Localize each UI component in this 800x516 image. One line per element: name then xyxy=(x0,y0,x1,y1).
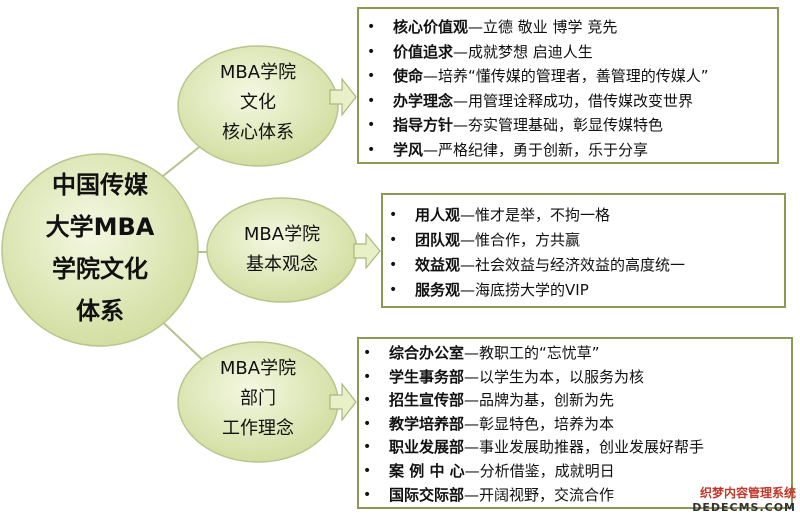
list-item: • 综合办公室—教职工的“忘忧草” xyxy=(363,342,791,366)
item-description: —彰显特色，培养为本 xyxy=(464,414,615,433)
item-term: 用人观 xyxy=(415,206,461,224)
center-label-line: 体系 xyxy=(76,297,124,325)
item-term: 职业发展部 xyxy=(389,438,465,457)
item-description: —教职工的“忘忧草” xyxy=(464,344,600,362)
item-description: —品牌为基，创新为先 xyxy=(464,391,615,410)
item-term: 办学理念 xyxy=(393,91,454,110)
branch-label-concepts: MBA学院 基本观念 xyxy=(212,220,352,280)
bullet-icon: • xyxy=(363,415,372,432)
list-item: • 效益观—社会效益与经济效益的高度统一 xyxy=(389,253,784,278)
list-item: • 教学培养部—彰显特色，培养为本 xyxy=(363,413,791,437)
arrow-2 xyxy=(353,232,381,270)
item-term: 学风 xyxy=(393,140,424,159)
bullet-icon: • xyxy=(363,439,372,456)
department-philosophy-box: • 综合办公室—教职工的“忘忧草” • 学生事务部—以学生为本，以服务为核 • 招生宣… xyxy=(357,337,793,509)
item-description: —夯实管理基础，彰显传媒特色 xyxy=(453,116,664,134)
item-term: 教学培养部 xyxy=(389,414,465,433)
item-term: 学生事务部 xyxy=(389,367,465,386)
center-node-label: 中国传媒 大学MBA 学院文化 体系 xyxy=(12,164,188,332)
department-philosophy-list: • 综合办公室—教职工的“忘忧草” • 学生事务部—以学生为本，以服务为核 • 招生宣… xyxy=(363,342,791,508)
branch-label-line: MBA学院 xyxy=(219,62,297,83)
item-term: 招生宣传部 xyxy=(389,391,465,410)
list-item: • 服务观—海底捞大学的VIP xyxy=(389,278,784,303)
list-item: • 职业发展部—事业发展助推器，创业发展好帮手 xyxy=(363,436,791,460)
list-item: • 学生事务部—以学生为本，以服务为核 xyxy=(363,366,791,390)
item-description: —严格纪律，勇于创新，乐于分享 xyxy=(423,140,649,159)
center-label-line: 学院文化 xyxy=(52,255,148,283)
list-item: • 团队观—惟合作，方共赢 xyxy=(389,228,784,253)
basic-concepts-box: • 用人观—惟才是举，不拘一格 • 团队观—惟合作，方共赢 • 效益观—社会效益与经济… xyxy=(381,193,786,308)
center-label-line: 中国传媒 xyxy=(52,171,148,199)
item-description: —惟才是举，不拘一格 xyxy=(460,206,611,224)
bullet-icon: • xyxy=(367,19,376,35)
bullet-icon: • xyxy=(363,345,372,361)
item-description: —立德 敬业 博学 竞先 xyxy=(468,18,618,36)
bullet-icon: • xyxy=(367,92,376,109)
branch-label-line: 基本观念 xyxy=(246,254,318,275)
bullet-icon: • xyxy=(389,282,398,298)
item-term: 国际交际部 xyxy=(389,485,465,504)
branch-label-departments: MBA学院 部门 工作理念 xyxy=(188,354,328,444)
item-term: 使命 xyxy=(393,67,424,85)
item-term: 价值追求 xyxy=(393,42,454,61)
item-term: 团队观 xyxy=(415,231,461,249)
bullet-icon: • xyxy=(389,207,398,223)
watermark-line: 织梦内容管理系统 xyxy=(699,486,796,500)
center-label-line: 大学MBA xyxy=(45,213,155,241)
list-item: • 国际交际部—开阔视野，交流合作 xyxy=(363,484,791,508)
list-item: • 核心价值观—立德 敬业 博学 竞先 xyxy=(367,15,777,40)
item-description: —开阔视野，交流合作 xyxy=(464,485,615,504)
list-item: • 使命—培养“懂传媒的管理者，善管理的传媒人” xyxy=(367,64,777,89)
item-description: —以学生为本，以服务为核 xyxy=(464,367,645,386)
watermark: 织梦内容管理系统 DEDECMS.COM xyxy=(692,484,796,514)
branch-label-line: 工作理念 xyxy=(222,418,294,439)
bullet-icon: • xyxy=(363,392,372,409)
item-description: —惟合作，方共赢 xyxy=(460,231,581,249)
item-term: 核心价值观 xyxy=(393,18,469,36)
item-term: 效益观 xyxy=(415,256,461,274)
bullet-icon: • xyxy=(363,486,372,503)
culture-values-box: • 核心价值观—立德 敬业 博学 竞先 • 价值追求—成就梦想 启迪人生 • 使命—培… xyxy=(357,7,779,164)
culture-values-list: • 核心价值观—立德 敬业 博学 竞先 • 价值追求—成就梦想 启迪人生 • 使命—培… xyxy=(367,15,777,163)
item-description: —成就梦想 启迪人生 xyxy=(453,42,593,61)
item-term: 服务观 xyxy=(415,281,461,299)
list-item: • 招生宣传部—品牌为基，创新为先 xyxy=(363,389,791,413)
branch-label-line: 部门 xyxy=(240,388,276,409)
branch-label-line: 文化 xyxy=(240,92,276,113)
bullet-icon: • xyxy=(367,141,376,158)
branch-label-line: 核心体系 xyxy=(222,122,294,143)
branch-label-culture: MBA学院 文化 核心体系 xyxy=(188,58,328,148)
item-term: 案 例 中 心 xyxy=(389,461,465,480)
item-term: 综合办公室 xyxy=(389,344,465,362)
list-item: • 办学理念—用管理诠释成功，借传媒改变世界 xyxy=(367,89,777,114)
bullet-icon: • xyxy=(389,232,398,248)
list-item: • 价值追求—成就梦想 启迪人生 xyxy=(367,40,777,65)
branch-label-line: MBA学院 xyxy=(243,224,321,245)
item-description: —社会效益与经济效益的高度统一 xyxy=(460,256,686,274)
bullet-icon: • xyxy=(363,462,372,479)
item-description: —事业发展助推器，创业发展好帮手 xyxy=(464,438,705,457)
list-item: • 案 例 中 心—分析借鉴，成就明日 xyxy=(363,460,791,484)
bullet-icon: • xyxy=(367,117,376,133)
bullet-icon: • xyxy=(367,68,376,84)
branch-node-culture xyxy=(177,45,339,167)
arrow-3 xyxy=(329,382,357,422)
item-description: —分析借鉴，成就明日 xyxy=(464,461,615,480)
list-item: • 指导方针—夯实管理基础，彰显传媒特色 xyxy=(367,113,777,138)
list-item: • 学风—严格纪律，勇于创新，乐于分享 xyxy=(367,138,777,163)
basic-concepts-list: • 用人观—惟才是举，不拘一格 • 团队观—惟合作，方共赢 • 效益观—社会效益与经济… xyxy=(389,203,784,303)
bullet-icon: • xyxy=(363,368,372,385)
list-item: • 用人观—惟才是举，不拘一格 xyxy=(389,203,784,228)
item-description: —海底捞大学的VIP xyxy=(460,281,589,299)
bullet-icon: • xyxy=(367,43,376,60)
watermark-line: DEDECMS.COM xyxy=(692,501,796,514)
center-node xyxy=(1,153,199,347)
item-description: —用管理诠释成功，借传媒改变世界 xyxy=(453,91,694,110)
item-term: 指导方针 xyxy=(393,116,454,134)
item-description: —培养“懂传媒的管理者，善管理的传媒人” xyxy=(423,67,709,85)
bullet-icon: • xyxy=(389,257,398,273)
arrow-1 xyxy=(329,77,357,117)
branch-label-line: MBA学院 xyxy=(219,358,297,379)
